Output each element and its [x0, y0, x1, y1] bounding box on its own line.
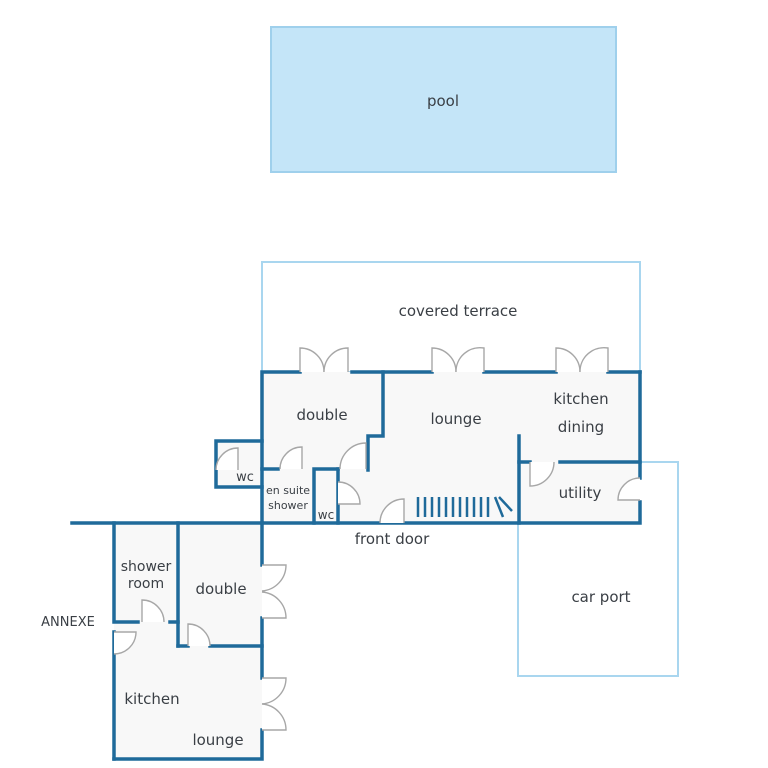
annexe-double-label: double [195, 580, 246, 598]
annexe-label: ANNEXE [41, 615, 95, 630]
front-door-label: front door [355, 530, 430, 548]
utility-label: utility [559, 484, 602, 502]
annexe-lounge-label: lounge [192, 731, 243, 749]
shower-room-label-1: shower [121, 559, 172, 575]
kitchen-label: kitchen [553, 390, 608, 408]
wc-outer-label: wc [236, 470, 254, 485]
en-suite-label: en suite [266, 484, 310, 497]
pool-label: pool [427, 92, 459, 110]
pool-area [270, 26, 617, 173]
double-bedroom-label: double [296, 406, 347, 424]
annexe-kitchen-label: kitchen [124, 690, 179, 708]
walls [70, 370, 642, 761]
car-port-label: car port [571, 588, 630, 606]
covered-terrace-label: covered terrace [399, 302, 518, 320]
wc-inner-label: wc [318, 508, 334, 522]
lounge-label: lounge [430, 410, 481, 428]
shower-label: shower [268, 499, 308, 512]
floor-fills [114, 372, 640, 759]
stairs-icon [416, 496, 513, 518]
dining-label: dining [558, 418, 604, 436]
shower-room-label-2: room [128, 576, 164, 592]
door-swing-icon [113, 346, 641, 731]
